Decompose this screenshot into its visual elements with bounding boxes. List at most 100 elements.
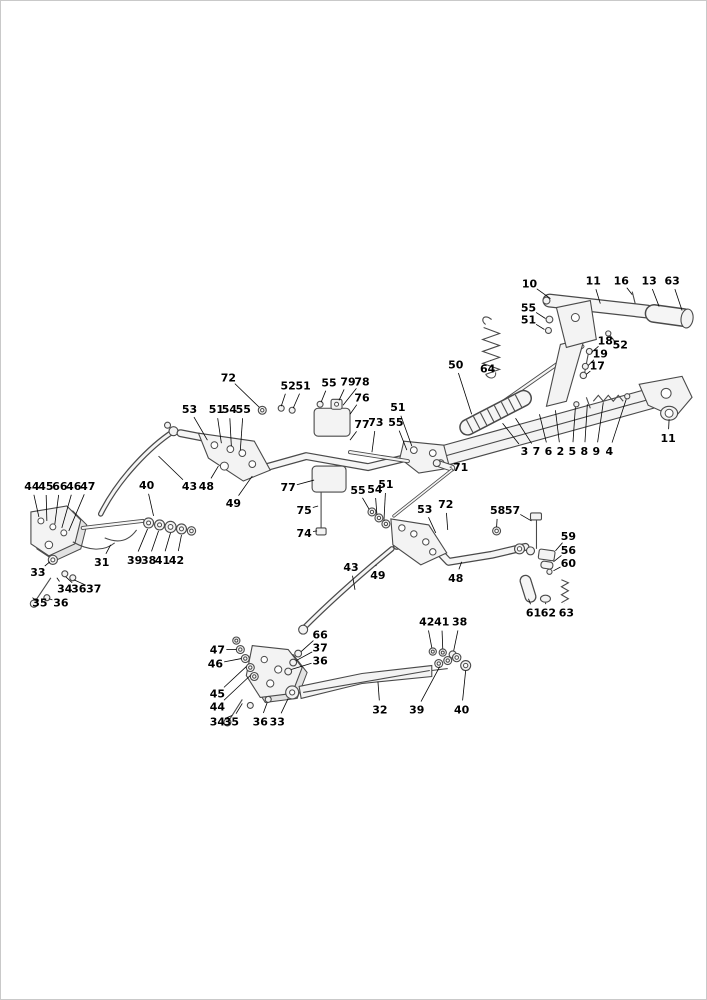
leader-line: [158, 455, 184, 481]
part-number-label: 63: [664, 275, 679, 288]
part-number-label: 48: [199, 480, 214, 493]
leader-line: [48, 598, 53, 601]
part-number-label: 61: [526, 607, 541, 620]
frame-bar: [429, 375, 693, 469]
leader-line: [539, 414, 547, 443]
part-number-label: 43: [182, 480, 197, 493]
leader-line: [217, 418, 222, 444]
part-number-label: 55: [388, 416, 403, 429]
part-number-label: 55: [350, 484, 365, 497]
part-number-label: 37: [86, 583, 101, 596]
part-number-label: 73: [368, 416, 383, 429]
part-number-label: 36: [253, 715, 269, 728]
part-number-label: 76: [354, 391, 370, 404]
part-number-label: 56: [561, 544, 577, 557]
part-number-label: 36: [312, 655, 328, 668]
leader-line: [371, 431, 376, 453]
part-number-label: 17: [590, 359, 605, 372]
leader-line: [338, 389, 345, 401]
tension-spring: [480, 316, 502, 379]
leader-line: [193, 416, 208, 441]
leader-line: [312, 530, 318, 532]
part-number-label: 33: [270, 715, 285, 728]
leader-line: [137, 528, 148, 552]
part-number-label: 40: [454, 703, 470, 716]
part-number-label: 9: [592, 445, 600, 458]
part-number-label: 51: [296, 379, 311, 392]
part-number-label: 7: [533, 445, 541, 458]
leader-line: [54, 494, 60, 524]
part-number-label: 37: [312, 642, 327, 655]
part-number-label: 44: [210, 700, 226, 713]
leader-line: [223, 666, 247, 688]
leader-line: [428, 516, 437, 534]
part-number-label: 59: [561, 530, 576, 543]
part-number-label: 43: [343, 561, 358, 574]
leader-line: [32, 597, 38, 602]
leader-line: [383, 492, 386, 521]
part-number-label: 77: [281, 481, 296, 494]
part-number-label: 41: [434, 616, 449, 629]
leader-line: [235, 703, 243, 714]
part-number-label: 44: [24, 480, 40, 493]
leader-line: [291, 662, 312, 670]
leader-line: [611, 399, 627, 443]
leader-line: [280, 698, 289, 714]
part-number-label: 13: [642, 275, 657, 288]
part-number-label: 60: [561, 557, 577, 570]
support-strut: [545, 337, 586, 408]
leader-line: [45, 495, 48, 521]
leader-line: [280, 393, 286, 407]
part-number-label: 35: [224, 715, 239, 728]
part-number-label: 71: [453, 461, 468, 474]
leader-line: [441, 630, 444, 649]
part-number-label: 66: [312, 629, 328, 642]
artwork: [29, 291, 694, 727]
part-number-label: 45: [210, 687, 225, 700]
part-number-label: 2: [557, 445, 565, 458]
part-number-label: 51: [521, 314, 536, 327]
part-number-label: 32: [372, 703, 387, 716]
part-number-label: 47: [210, 644, 225, 657]
leader-line: [349, 404, 358, 415]
leader-line: [342, 388, 357, 406]
part-number-label: 4: [605, 445, 613, 458]
leader-line: [597, 402, 604, 443]
leader-line: [535, 323, 545, 330]
leader-line: [626, 287, 633, 295]
leader-line: [44, 561, 51, 567]
leader-line: [502, 422, 520, 445]
leader-line: [105, 544, 112, 555]
leader-line: [239, 418, 244, 451]
part-number-label: 10: [522, 278, 538, 291]
part-number-label: 54: [367, 483, 383, 496]
part-number-label: 35: [32, 597, 47, 610]
part-number-label: 39: [409, 703, 424, 716]
part-number-label: 72: [438, 498, 453, 511]
leader-line: [400, 415, 413, 447]
part-number-label: 51: [378, 478, 393, 491]
leader-line: [229, 418, 232, 447]
part-number-label: 53: [417, 503, 432, 516]
leader-line: [584, 404, 588, 443]
part-number-label: 77: [354, 418, 369, 431]
leader-line: [375, 497, 378, 515]
leader-line: [377, 681, 380, 701]
leader-line: [555, 410, 560, 443]
part-number-label: 38: [141, 554, 156, 567]
leader-line: [352, 575, 356, 590]
leader-line: [210, 465, 219, 479]
leader-line: [674, 288, 683, 311]
part-number-label: 41: [155, 554, 170, 567]
leader-line: [591, 346, 599, 353]
leader-line: [420, 666, 441, 702]
lower-lift-lever: [298, 468, 536, 635]
part-number-label: 16: [614, 275, 630, 288]
leader-line: [151, 530, 159, 552]
leader-line: [458, 561, 463, 570]
leader-line: [164, 532, 171, 552]
shaft-bracket: [544, 299, 617, 349]
